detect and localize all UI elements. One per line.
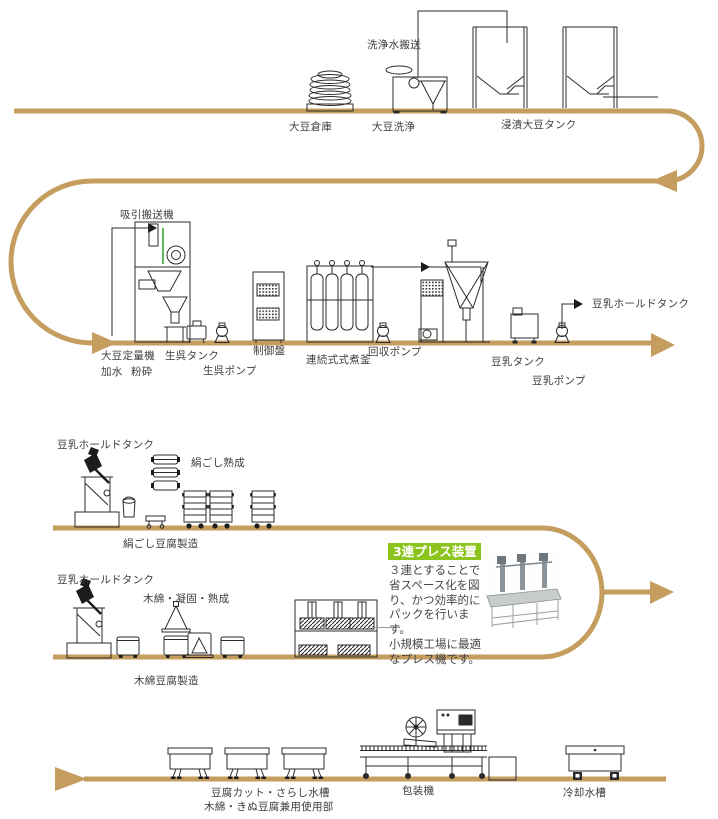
label-washing-water-transport: 洗浄水搬送 <box>367 39 421 51</box>
label-water-addition: 加水 <box>101 366 123 378</box>
label-soybean-metering: 大豆定量機 <box>101 350 155 362</box>
flow-line-tofu-lines-loop <box>53 525 605 660</box>
soymilk-tank-art <box>510 307 539 344</box>
flow-arrow-stage2-start <box>92 332 117 354</box>
label-cooling-tank: 冷却水槽 <box>563 787 607 799</box>
flow-arrow-finishing-start <box>55 767 87 791</box>
kettle-outlet-arrow <box>371 262 482 284</box>
raw-go-tank-art <box>186 320 207 344</box>
label-momen-production: 木綿豆腐製造 <box>134 675 199 687</box>
silken-mixer-art <box>73 445 121 529</box>
press-callout-body: ３連とすることで 省スペース化を図 り、かつ効率的に パックを行います。 小規模… <box>389 563 481 666</box>
soaking-tank-art <box>472 26 658 108</box>
label-soymilk-hold-tank: 豆乳ホールドタンク <box>592 298 690 310</box>
label-silken-production: 絹ごし豆腐製造 <box>123 538 199 550</box>
label-crushing: 粉砕 <box>131 366 153 378</box>
label-soybean-warehouse: 大豆倉庫 <box>289 121 333 133</box>
metering-machine-art <box>134 221 191 343</box>
cut-rinse-tank-art <box>167 747 213 780</box>
label-silken-aging: 絹ごし熟成 <box>191 457 245 469</box>
cut-rinse-tank-art <box>224 747 270 780</box>
cooking-kettle-art <box>306 260 374 343</box>
washing-water-pipe <box>417 10 508 78</box>
aging-rack-art <box>249 490 277 530</box>
flow-arrow-return-left <box>651 170 677 192</box>
flow-arrow-stage2-end <box>651 333 675 357</box>
bucket-art <box>122 496 136 518</box>
soybean-washing-art <box>385 65 448 114</box>
label-soymilk-pump: 豆乳ポンプ <box>532 375 586 387</box>
holdtank-outlet-arrow <box>561 299 583 329</box>
momen-mixer-art <box>65 576 113 660</box>
label-control-panel: 制御盤 <box>253 345 286 357</box>
suction-feed-arrow <box>111 223 157 336</box>
aging-rack-art <box>207 490 235 530</box>
cooling-tank-art <box>565 745 625 780</box>
separator-art <box>418 239 490 343</box>
soybean-warehouse-art <box>306 70 354 112</box>
press-photo <box>485 548 562 630</box>
label-soaked-soybean-tank: 浸漬大豆タンク <box>501 119 577 131</box>
label-silken-hold-tank: 豆乳ホールドタンク <box>57 439 155 451</box>
triple-press-art <box>294 599 378 658</box>
label-recovery-pump: 回収ポンプ <box>368 346 422 358</box>
recovery-pump-art <box>375 322 391 343</box>
label-dual-use-section: 木綿・きぬ豆腐兼用使用部 <box>204 801 334 813</box>
raw-go-pump-art <box>214 322 230 343</box>
label-soybean-washing: 大豆洗浄 <box>372 121 416 133</box>
momen-tub-art <box>116 632 245 658</box>
low-cart-art <box>145 515 166 529</box>
strainer-cone-art <box>161 601 191 633</box>
control-panel-art <box>252 271 285 343</box>
press-callout-title: 3連プレス装置 <box>388 543 481 560</box>
cut-rinse-tank-art <box>281 747 327 780</box>
label-soymilk-tank: 豆乳タンク <box>491 356 545 368</box>
label-raw-go-pump: 生呉ポンプ <box>203 365 257 377</box>
label-cut-rinse-tank: 豆腐カット・さらし水槽 <box>211 787 330 799</box>
label-raw-go-tank: 生呉タンク <box>165 350 219 362</box>
label-continuous-cooking-kettle: 連続式式煮釜 <box>306 354 371 366</box>
label-suction-conveyor: 吸引搬送機 <box>120 209 174 221</box>
flow-line-receiving-loop <box>8 108 705 346</box>
silken-tray-stack-art <box>151 454 180 491</box>
flow-arrow-branch-right <box>650 581 674 604</box>
packaging-machine-art <box>360 709 517 781</box>
label-momen-coagulation-aging: 木綿・凝固・熟成 <box>143 593 230 605</box>
aging-rack-art <box>181 490 209 530</box>
label-packaging-machine: 包装機 <box>402 785 435 797</box>
label-momen-hold-tank: 豆乳ホールドタンク <box>57 574 155 586</box>
